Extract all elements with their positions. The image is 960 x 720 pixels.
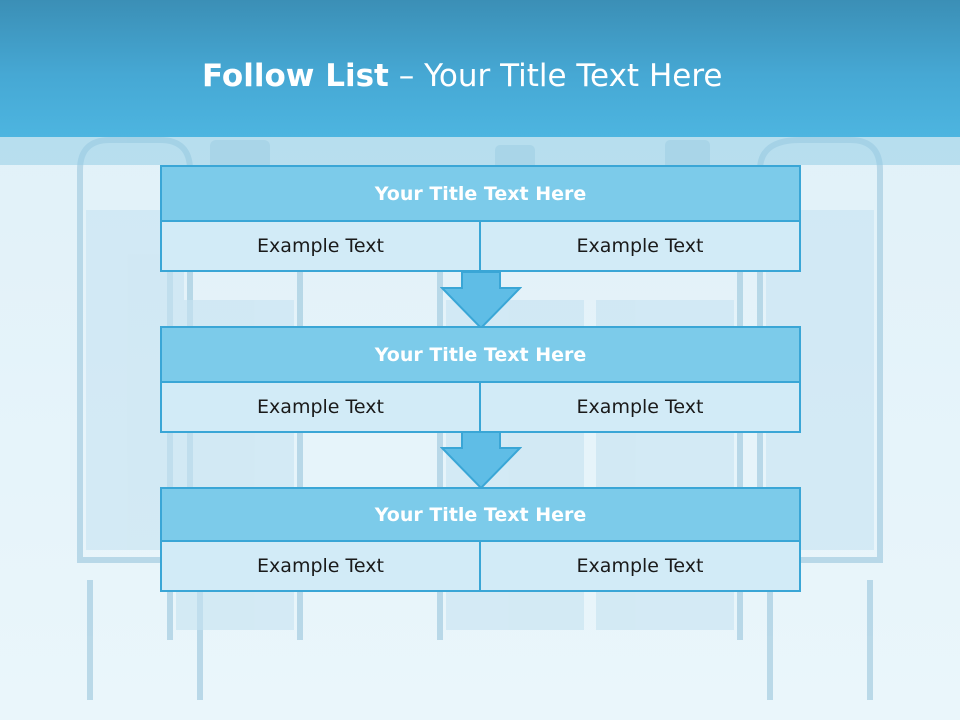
step-1-right-cell: Example Text [479,222,801,272]
step-2-right-cell: Example Text [479,383,801,433]
step-box-1: Your Title Text Here Example Text Exampl… [160,165,801,272]
slide-title-rest: – Your Title Text Here [398,58,723,94]
slide-title: Follow List – Your Title Text Here [202,56,722,96]
down-arrow-2 [440,432,522,490]
step-title-3: Your Title Text Here [160,487,801,542]
step-3-right-cell: Example Text [479,542,801,592]
down-arrow-1 [440,272,522,330]
slide-title-bold: Follow List [202,58,389,94]
step-1-left-cell: Example Text [160,222,481,272]
step-box-3: Your Title Text Here Example Text Exampl… [160,487,801,592]
step-2-left-cell: Example Text [160,383,481,433]
step-box-2: Your Title Text Here Example Text Exampl… [160,326,801,433]
header-band [0,137,960,165]
step-title-1: Your Title Text Here [160,165,801,222]
step-title-2: Your Title Text Here [160,326,801,383]
step-3-left-cell: Example Text [160,542,481,592]
header-bar [0,0,960,137]
